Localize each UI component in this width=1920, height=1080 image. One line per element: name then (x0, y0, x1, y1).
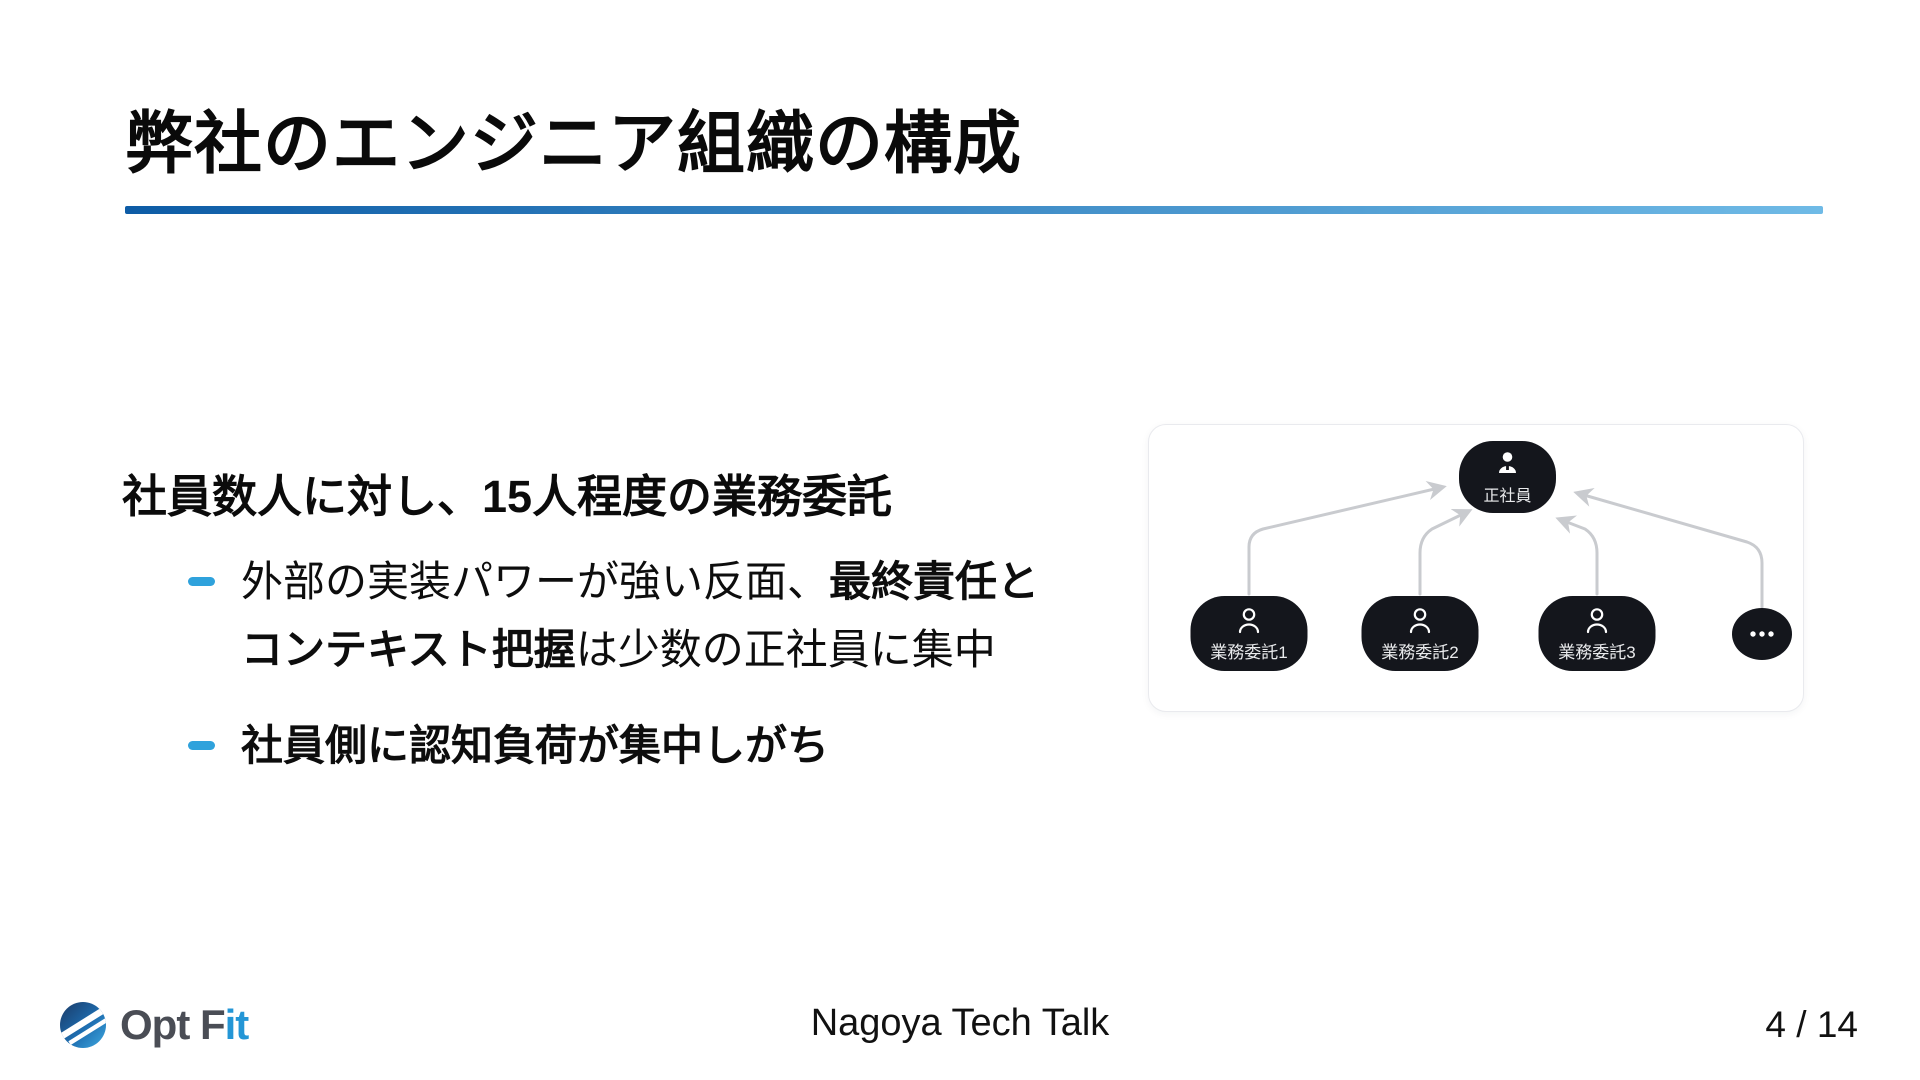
connector-more-to-parent (1573, 487, 1764, 609)
logo-text-gray: Opt F (120, 1001, 226, 1048)
org-node-label: 正社員 (1483, 487, 1531, 505)
org-node-child3: 業務委託3 (1538, 596, 1656, 671)
connector-child3-to-parent (1555, 515, 1599, 596)
org-node-child1: 業務委託1 (1190, 596, 1308, 671)
org-node-child2: 業務委託2 (1361, 596, 1479, 671)
bullet-text: 外部の実装パワーが強い反面、最終責任とコンテキスト把握は少数の正社員に集中 (241, 558, 1040, 673)
footer-logo: Opt Fit (58, 1000, 250, 1050)
title-underline (125, 206, 1823, 214)
bullet-dash-icon (188, 577, 215, 586)
bullet-item: 社員側に認知負荷が集中しがち (188, 712, 1039, 780)
page-number: 4 / 14 (1765, 1004, 1858, 1045)
optfit-logo-icon (60, 1002, 106, 1048)
connector-child2-to-parent (1418, 509, 1473, 596)
lead-text: 社員数人に対し、15人程度の業務委託 (122, 471, 893, 522)
org-chart-card: 正社員 業務委託1 業務委託2 業務委託3 (1148, 424, 1804, 712)
team-icon (1499, 452, 1516, 473)
bullet-item: 外部の実装パワーが強い反面、最終責任とコンテキスト把握は少数の正社員に集中 (188, 548, 1039, 684)
org-node-label: 業務委託3 (1558, 643, 1635, 662)
org-chart: 正社員 業務委託1 業務委託2 業務委託3 (1190, 441, 1792, 671)
org-node-more (1732, 608, 1792, 660)
logo-wordmark: Opt Fit (120, 1001, 250, 1049)
slide-title: 弊社のエンジニア組織の構成 (125, 106, 1023, 182)
footer-event-title: Nagoya Tech Talk (810, 1002, 1110, 1044)
org-node-label: 業務委託2 (1381, 643, 1458, 662)
ellipsis-icon (1750, 631, 1774, 637)
bullet-dash-icon (188, 741, 215, 750)
org-node-parent: 正社員 (1459, 441, 1556, 513)
bullet-text: 社員側に認知負荷が集中しがち (241, 722, 830, 769)
connector-child1-to-parent (1247, 481, 1447, 596)
bullet-list: 外部の実装パワーが強い反面、最終責任とコンテキスト把握は少数の正社員に集中社員側… (188, 548, 1039, 780)
org-node-label: 業務委託1 (1210, 643, 1287, 662)
logo-text-blue: it (224, 1001, 250, 1048)
